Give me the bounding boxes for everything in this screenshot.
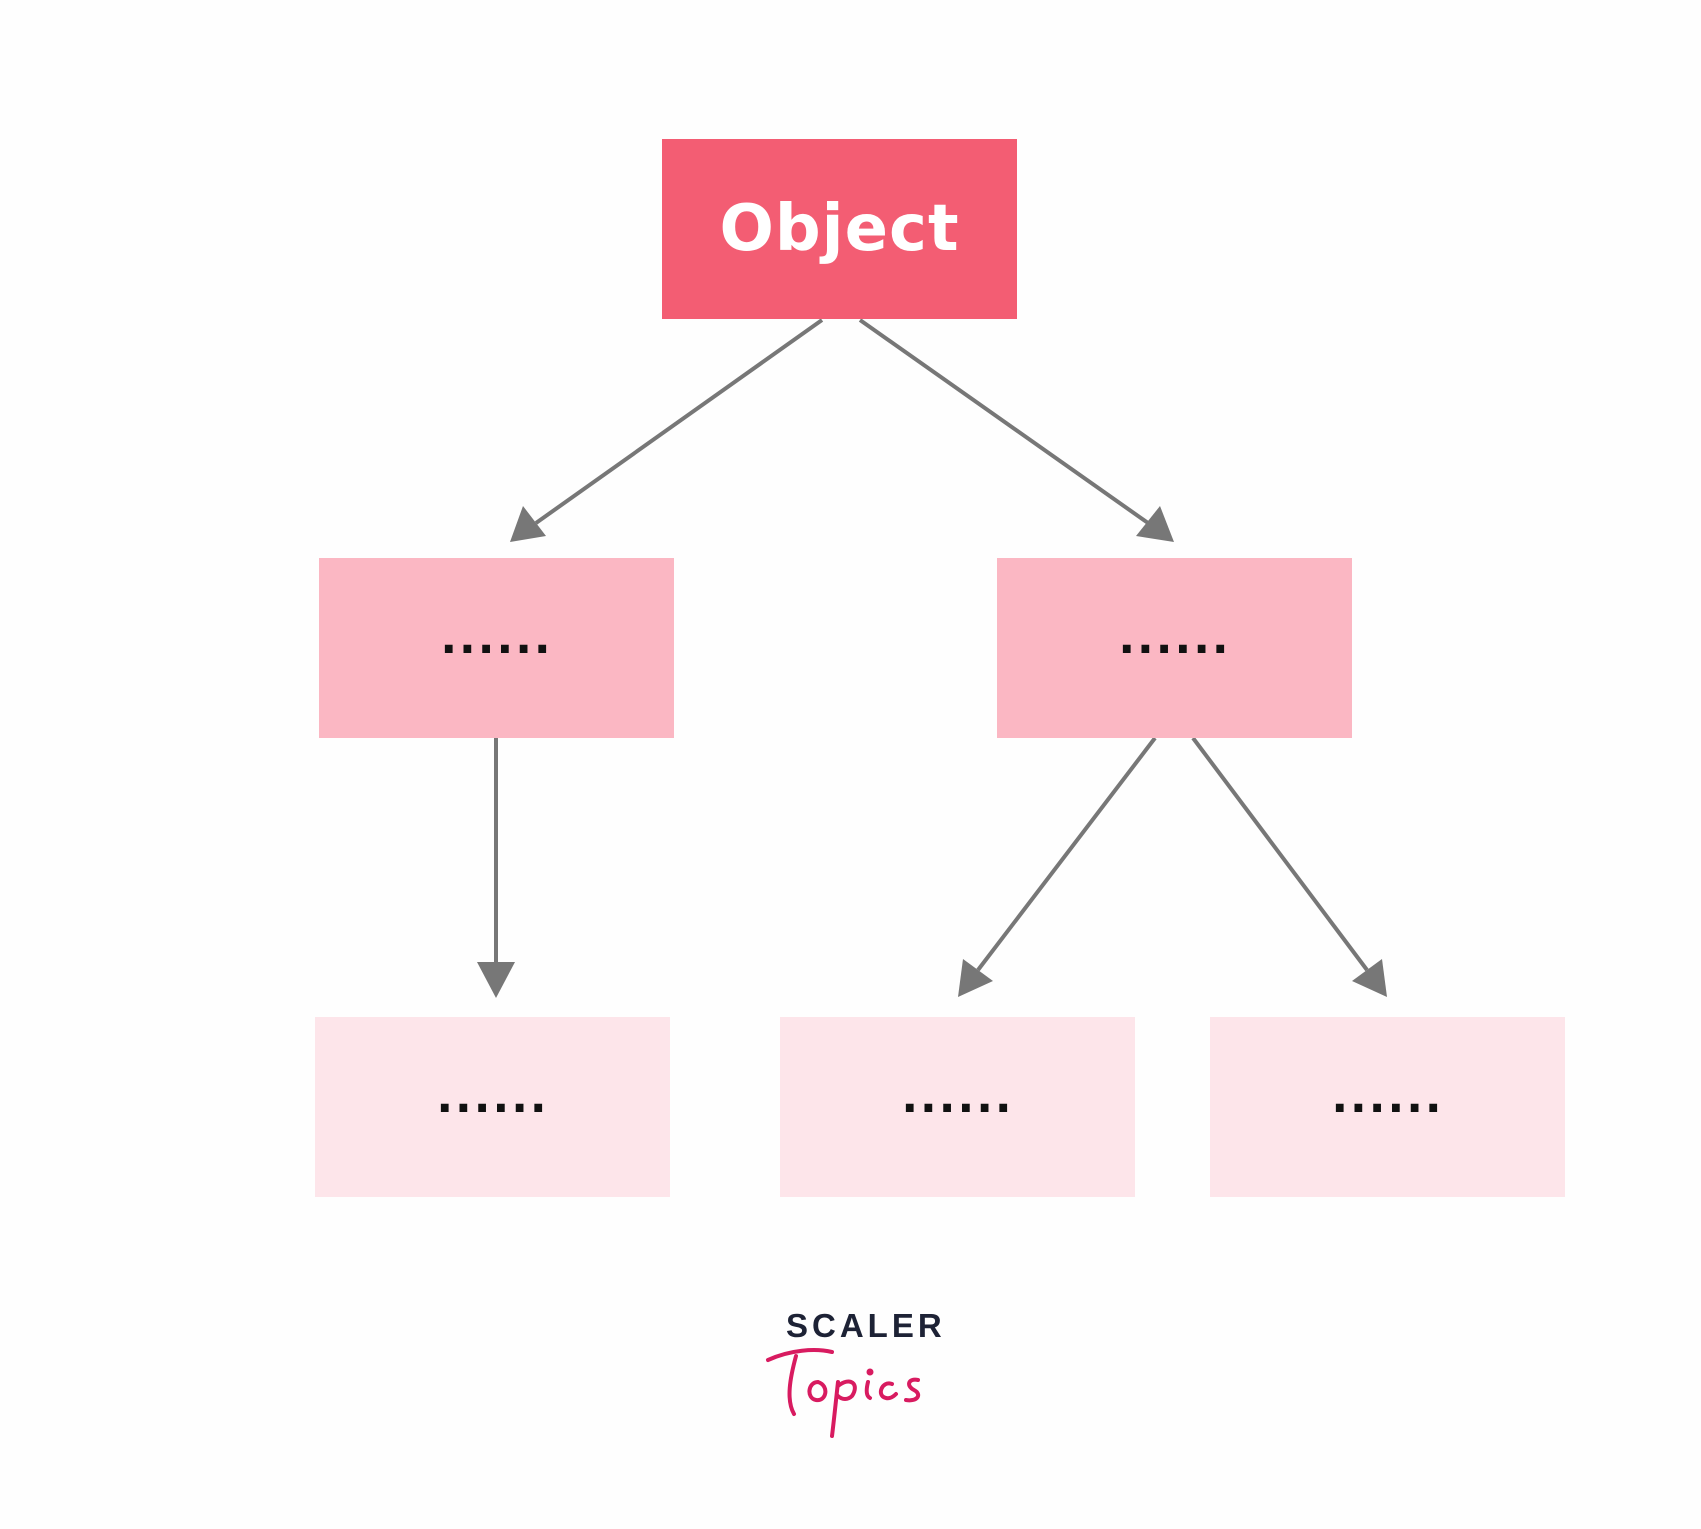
logo-scaler-text: SCALER [786, 1307, 946, 1344]
node-left-grandchild: ...... [315, 1017, 670, 1197]
node-right-grandchild-a: ...... [780, 1017, 1135, 1197]
node-right-grandchild-a-label: ...... [901, 1071, 1014, 1123]
node-right-child: ...... [997, 558, 1352, 738]
edge-root-left-child [510, 318, 824, 542]
node-left-child-label: ...... [440, 612, 553, 664]
node-left-child: ...... [319, 558, 674, 738]
node-right-grandchild-b: ...... [1210, 1017, 1565, 1197]
node-root-label: Object [719, 192, 960, 266]
node-right-grandchild-b-label: ...... [1331, 1071, 1444, 1123]
edge-left-child-left-grandchild [477, 738, 515, 998]
node-root: Object [662, 139, 1017, 319]
logo-topics-script [766, 1348, 921, 1438]
edge-right-child-right-grandchild-b [1191, 736, 1387, 997]
edge-right-child-right-grandchild-a [958, 736, 1157, 997]
edge-root-right-child [858, 318, 1174, 542]
node-left-grandchild-label: ...... [436, 1071, 549, 1123]
scaler-topics-logo: SCALER [760, 1308, 942, 1438]
node-right-child-label: ...... [1118, 612, 1231, 664]
